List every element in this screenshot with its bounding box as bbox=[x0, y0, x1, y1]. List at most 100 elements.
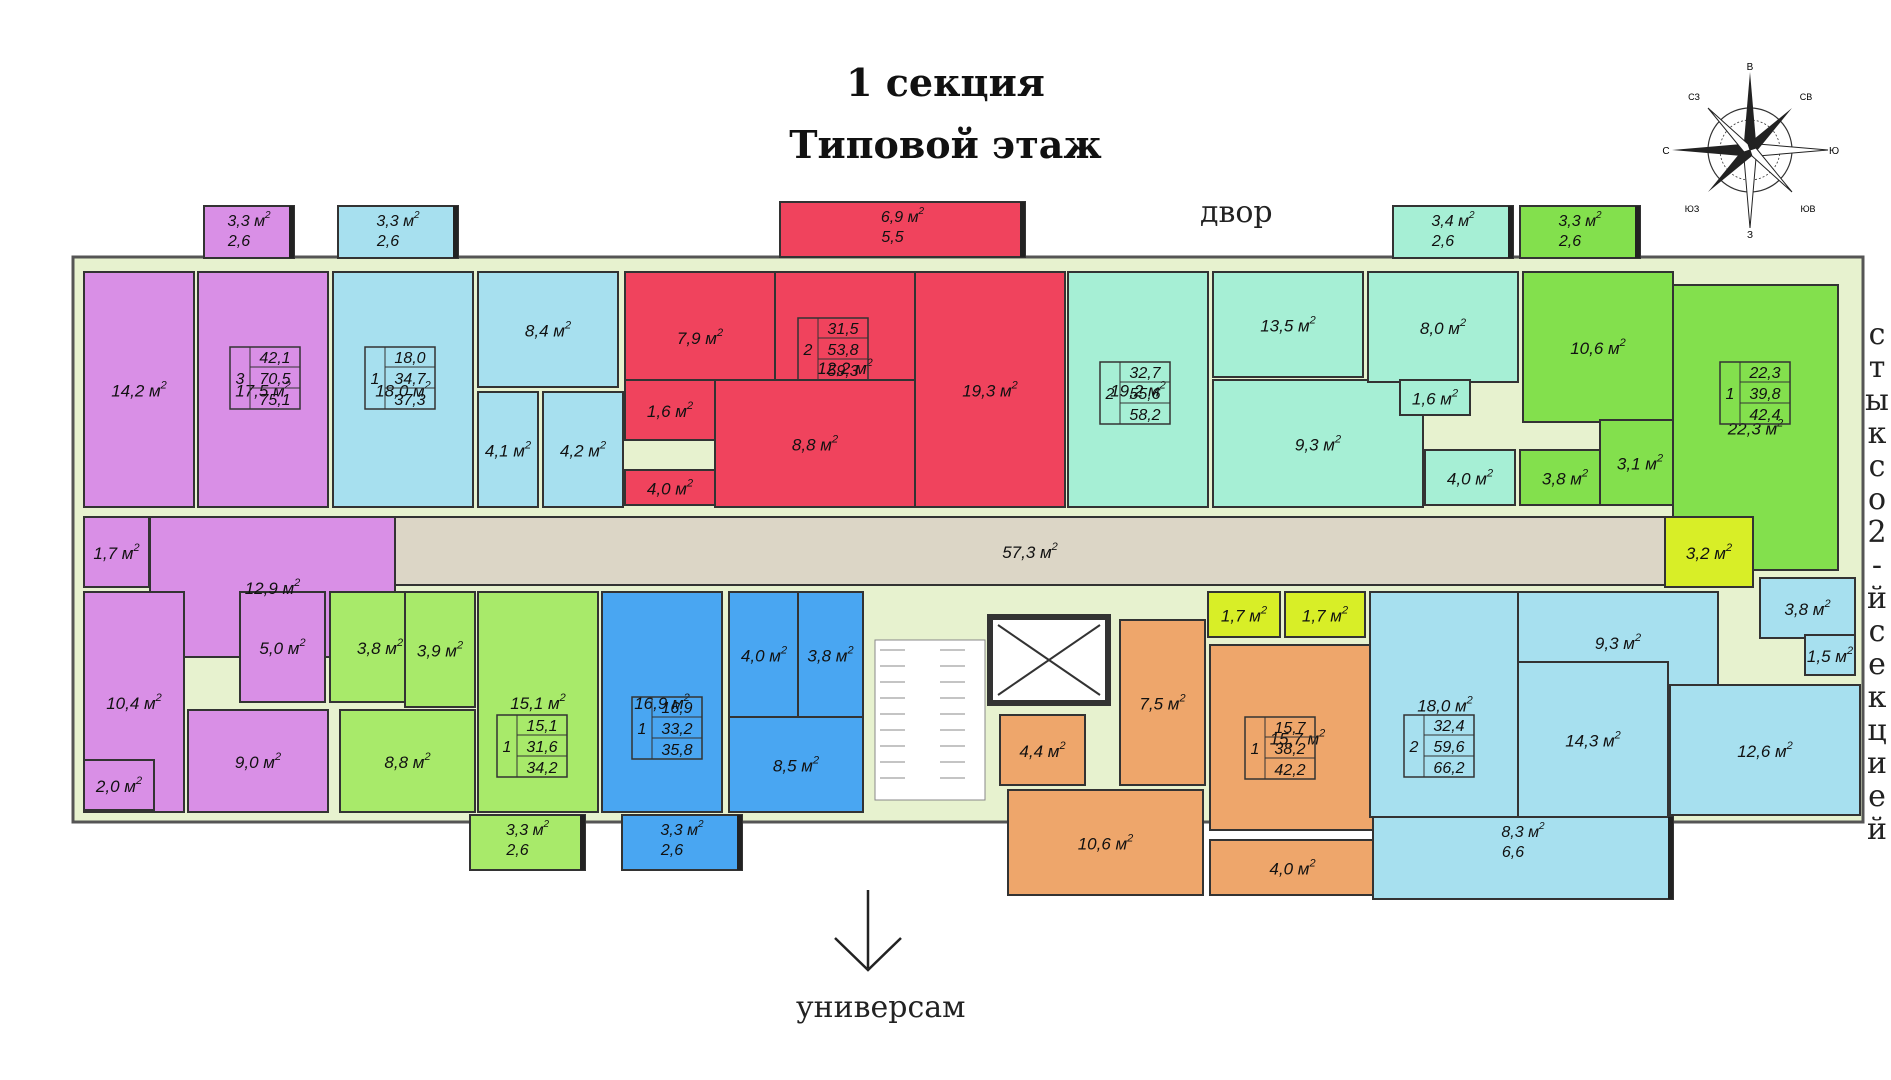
room-42 bbox=[1209, 839, 1376, 896]
balcony-area-label: 3,3 м2 bbox=[660, 819, 704, 839]
room-area-label: 1,7 м2 bbox=[93, 542, 139, 563]
apartment-summary: 116,933,235,8 bbox=[631, 696, 703, 760]
room-43 bbox=[1207, 591, 1281, 638]
apartment-table bbox=[797, 317, 869, 381]
apartment-table bbox=[1244, 716, 1316, 780]
apartment-table bbox=[1099, 361, 1171, 425]
apartment-rooms: 3 bbox=[236, 371, 245, 388]
room-area-label: 3,2 м2 bbox=[1686, 542, 1732, 563]
joint-letter: с bbox=[1868, 449, 1886, 484]
compass-se: ЮВ bbox=[1800, 204, 1815, 214]
room-area-label: 1,7 м2 bbox=[1221, 605, 1267, 626]
balcony-5 bbox=[1519, 205, 1641, 259]
room-area-label: 4,0 м2 bbox=[1269, 858, 1315, 879]
room-2 bbox=[197, 271, 329, 508]
apartment-value: 66,2 bbox=[1433, 760, 1464, 777]
room-37 bbox=[728, 716, 864, 813]
joint-letter: и bbox=[1867, 746, 1887, 781]
room-area-label: 4,0 м2 bbox=[1447, 468, 1493, 489]
joint-letter: е bbox=[1868, 779, 1886, 814]
yard-label: двор bbox=[1200, 195, 1273, 230]
room-area-label: 15,1 м2 bbox=[510, 692, 566, 713]
room-18 bbox=[1424, 449, 1516, 506]
room-38 bbox=[999, 714, 1086, 786]
room-50 bbox=[1804, 634, 1856, 676]
room-5 bbox=[477, 391, 539, 508]
room-47 bbox=[1517, 661, 1669, 818]
apartment-value: 58,2 bbox=[1129, 407, 1160, 424]
balcony-area-label: 3,4 м2 bbox=[1431, 210, 1475, 230]
balcony-area-label: 3,3 м2 bbox=[376, 210, 420, 230]
joint-letter: 2 bbox=[1867, 515, 1887, 550]
balcony-area-label: 3,3 м2 bbox=[506, 819, 550, 839]
room-area-label: 18,0 м2 bbox=[1417, 695, 1473, 716]
balcony-4 bbox=[1392, 205, 1514, 259]
joint-letter: к bbox=[1867, 680, 1887, 715]
room-29 bbox=[83, 759, 155, 811]
room-area-label: 57,3 м2 bbox=[1002, 541, 1058, 562]
apartment-value: 18,0 bbox=[394, 350, 425, 367]
room-15 bbox=[1212, 379, 1424, 508]
room-area-label: 8,5 м2 bbox=[773, 755, 819, 776]
apartment-summary: 231,553,859,3 bbox=[797, 317, 869, 381]
apartment-rooms: 2 bbox=[1409, 739, 1419, 756]
apartment-rooms: 1 bbox=[371, 371, 380, 388]
apartment-value: 32,7 bbox=[1129, 365, 1161, 382]
balcony-rail bbox=[1020, 202, 1025, 257]
joint-letter: с bbox=[1868, 614, 1886, 649]
balcony-2 bbox=[337, 205, 459, 259]
balcony-rail bbox=[737, 815, 742, 870]
room-21 bbox=[1599, 419, 1681, 506]
apartment-rooms: 1 bbox=[1726, 386, 1735, 403]
balcony-rail bbox=[1668, 817, 1673, 899]
room-area-label: 4,2 м2 bbox=[560, 440, 606, 461]
room-3 bbox=[332, 271, 474, 508]
room-area-label: 8,8 м2 bbox=[384, 751, 430, 772]
room-32 bbox=[339, 709, 476, 813]
apartment-table bbox=[1403, 714, 1475, 778]
room-area-label: 17,5 м2 bbox=[235, 380, 291, 401]
room-48 bbox=[1669, 684, 1861, 816]
balcony-3 bbox=[779, 201, 1026, 258]
balcony-reduced-label: 2,6 bbox=[660, 842, 683, 859]
apartment-rooms: 1 bbox=[503, 739, 512, 756]
apartment-value: 33,2 bbox=[661, 721, 692, 738]
apartment-summary: 232,755,658,2 bbox=[1099, 361, 1171, 425]
section-title: 1 секция bbox=[846, 60, 1045, 105]
balcony-area-label: 3,3 м2 bbox=[1558, 210, 1602, 230]
balcony-rail bbox=[580, 815, 585, 870]
room-area-label: 9,3 м2 bbox=[1595, 632, 1641, 653]
joint-letter: й bbox=[1867, 812, 1887, 847]
balcony-rail bbox=[1508, 206, 1513, 258]
apartment-value: 22,3 bbox=[1748, 365, 1780, 382]
balcony-7 bbox=[621, 814, 743, 871]
compass-w: З bbox=[1747, 230, 1753, 240]
stair bbox=[874, 639, 986, 801]
room-33 bbox=[477, 591, 599, 813]
room-51 bbox=[1664, 516, 1754, 588]
room-9 bbox=[624, 469, 716, 506]
room-area-label: 4,4 м2 bbox=[1019, 740, 1065, 761]
room-area-label: 7,9 м2 bbox=[677, 327, 723, 348]
joint-letter: ц bbox=[1867, 713, 1887, 748]
joint-letter: ы bbox=[1865, 383, 1889, 418]
apartment-rooms: 1 bbox=[638, 721, 647, 738]
balcony-reduced-label: 2,6 bbox=[227, 233, 250, 250]
room-11 bbox=[714, 379, 916, 508]
joint-letter: с bbox=[1868, 317, 1886, 352]
apartment-value: 39,8 bbox=[1749, 386, 1780, 403]
apartment-table bbox=[364, 346, 436, 410]
balcony-rail bbox=[453, 206, 458, 258]
room-17 bbox=[1399, 379, 1471, 416]
apartment-value: 32,4 bbox=[1433, 718, 1464, 735]
apartment-value: 59,3 bbox=[827, 363, 858, 380]
compass-ne: СВ bbox=[1800, 92, 1813, 102]
room-1 bbox=[83, 271, 195, 508]
room-area-label: 3,8 м2 bbox=[1542, 468, 1588, 489]
room-area-label: 14,2 м2 bbox=[111, 380, 167, 401]
balcony-1 bbox=[203, 205, 295, 259]
room-area-label: 1,7 м2 bbox=[1302, 605, 1348, 626]
room-area-label: 12,9 м2 bbox=[245, 577, 301, 598]
